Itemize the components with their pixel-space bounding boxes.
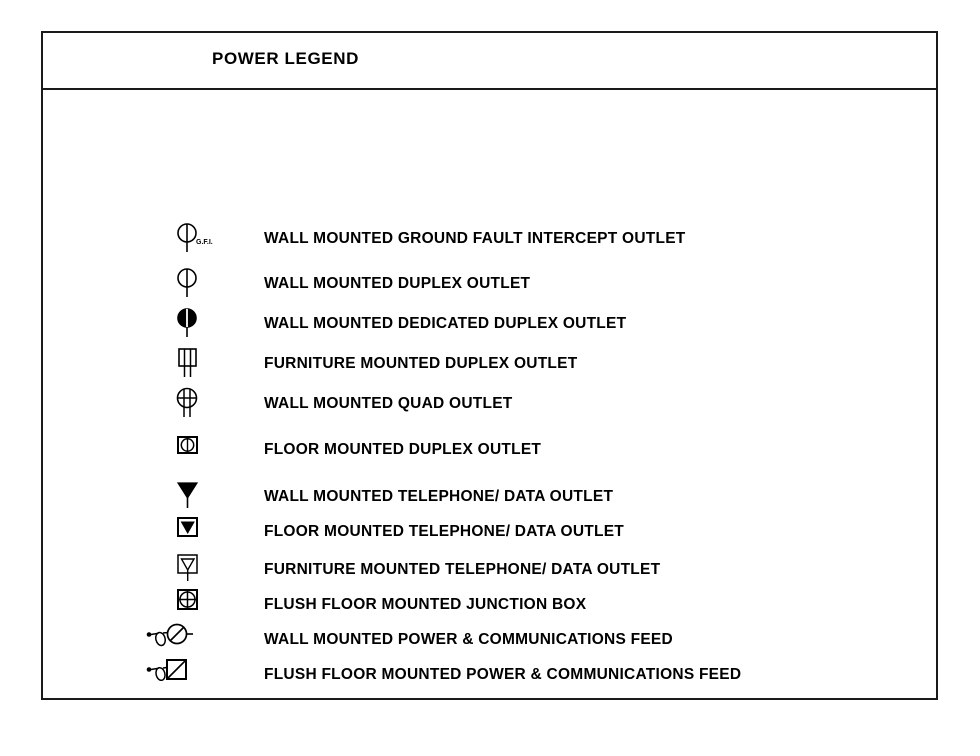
legend-row-label: WALL MOUNTED DUPLEX OUTLET <box>264 275 531 292</box>
legend-row-label: WALL MOUNTED POWER & COMMUNICATIONS FEED <box>264 631 673 648</box>
symbol-cell: G.F.I. <box>173 220 273 260</box>
legend-row-duplex-outlet: WALL MOUNTED DUPLEX OUTLET <box>43 265 936 305</box>
wall-mounted-quad-outlet-symbol <box>176 387 198 417</box>
symbol-cell <box>143 621 243 661</box>
gfi-annotation-text: G.F.I. <box>196 239 213 246</box>
floor-mounted-telephone-data-outlet-symbol <box>177 517 198 537</box>
symbol-cell <box>143 656 243 696</box>
legend-row-gfi-outlet: G.F.I. WALL MOUNTED GROUND FAULT INTERCE… <box>43 220 936 260</box>
legend-row-quad-outlet: WALL MOUNTED QUAD OUTLET <box>43 385 936 425</box>
legend-row-label: WALL MOUNTED GROUND FAULT INTERCEPT OUTL… <box>264 230 686 247</box>
legend-row-furniture-telephone-data: FURNITURE MOUNTED TELEPHONE/ DATA OUTLET <box>43 551 936 591</box>
wall-mounted-duplex-outlet-symbol <box>177 268 197 297</box>
legend-row-label: WALL MOUNTED TELEPHONE/ DATA OUTLET <box>264 488 614 505</box>
symbol-cell <box>173 478 273 518</box>
symbol-cell <box>173 551 273 591</box>
legend-row-label: WALL MOUNTED QUAD OUTLET <box>264 395 513 412</box>
legend-row-label: FLOOR MOUNTED TELEPHONE/ DATA OUTLET <box>264 523 625 540</box>
symbol-cell <box>173 431 273 471</box>
legend-row-label: FLUSH FLOOR MOUNTED JUNCTION BOX <box>264 596 587 613</box>
symbol-cell <box>173 513 273 553</box>
legend-row-label: FLOOR MOUNTED DUPLEX OUTLET <box>264 441 542 458</box>
wall-mounted-power-communications-feed-symbol <box>146 623 193 647</box>
power-legend-frame: POWER LEGEND G.F.I. WALL MOUNTED GROUND … <box>41 31 938 700</box>
legend-title-bar: POWER LEGEND <box>43 33 936 90</box>
wall-mounted-dedicated-duplex-outlet-symbol <box>177 308 197 337</box>
legend-row-floor-duplex-outlet: FLOOR MOUNTED DUPLEX OUTLET <box>43 431 936 471</box>
symbol-cell <box>173 305 273 345</box>
symbol-cell <box>173 265 273 305</box>
legend-row-label: FURNITURE MOUNTED TELEPHONE/ DATA OUTLET <box>264 561 661 578</box>
flush-floor-mounted-power-communications-feed-symbol <box>146 659 187 682</box>
wall-mounted-telephone-data-outlet-symbol <box>176 482 199 508</box>
legend-row-wall-telephone-data: WALL MOUNTED TELEPHONE/ DATA OUTLET <box>43 478 936 518</box>
floor-mounted-duplex-outlet-symbol <box>177 436 198 454</box>
page-title: POWER LEGEND <box>212 49 359 68</box>
symbol-cell <box>173 385 273 425</box>
flush-floor-mounted-junction-box-symbol <box>177 589 198 610</box>
symbol-cell <box>173 345 273 385</box>
legend-row-label: FLUSH FLOOR MOUNTED POWER & COMMUNICATIO… <box>264 666 742 683</box>
wall-mounted-gfi-outlet-symbol: G.F.I. <box>177 223 213 252</box>
legend-row-furniture-duplex-outlet: FURNITURE MOUNTED DUPLEX OUTLET <box>43 345 936 385</box>
legend-body: G.F.I. WALL MOUNTED GROUND FAULT INTERCE… <box>43 90 936 698</box>
legend-row-junction-box: FLUSH FLOOR MOUNTED JUNCTION BOX <box>43 586 936 626</box>
legend-row-flush-floor-power-comms-feed: FLUSH FLOOR MOUNTED POWER & COMMUNICATIO… <box>43 656 936 696</box>
legend-row-wall-power-comms-feed: WALL MOUNTED POWER & COMMUNICATIONS FEED <box>43 621 936 661</box>
legend-row-dedicated-duplex-outlet: WALL MOUNTED DEDICATED DUPLEX OUTLET <box>43 305 936 345</box>
legend-row-label: WALL MOUNTED DEDICATED DUPLEX OUTLET <box>264 315 627 332</box>
legend-row-label: FURNITURE MOUNTED DUPLEX OUTLET <box>264 355 578 372</box>
furniture-mounted-duplex-outlet-symbol <box>178 348 197 377</box>
furniture-mounted-telephone-data-outlet-symbol <box>177 554 198 581</box>
symbol-cell <box>173 586 273 626</box>
legend-row-floor-telephone-data: FLOOR MOUNTED TELEPHONE/ DATA OUTLET <box>43 513 936 553</box>
